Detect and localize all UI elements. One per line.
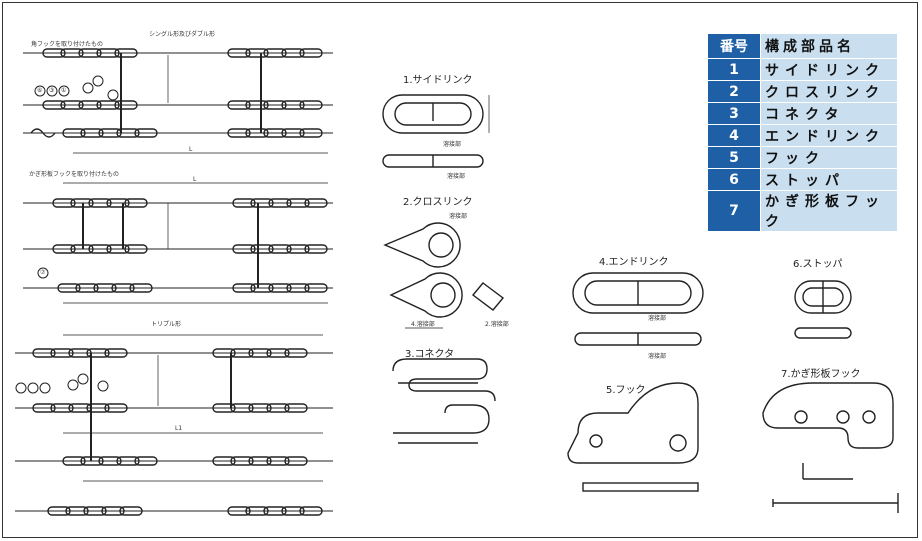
header-name: 構成部品名	[760, 33, 898, 59]
parts-table: 番号 構成部品名 1 サイドリンク 2 クロスリンク 3 コネクタ 4 エンドリ…	[707, 33, 898, 232]
table-row: 7 かぎ形板フック	[707, 190, 898, 232]
row-name: クロスリンク	[760, 80, 898, 103]
stopper-figure	[794, 280, 852, 339]
row-name: サイドリンク	[760, 58, 898, 81]
parts-table-header: 番号 構成部品名	[707, 33, 898, 59]
row-num: 4	[707, 124, 761, 147]
weld-note-cross-1: 溶接部	[449, 213, 468, 220]
row-num: 3	[707, 102, 761, 125]
figure-title-hook: 5.フック	[606, 385, 646, 396]
figure-title-side-link: 1.サイドリンク	[403, 75, 473, 86]
row-name: コネクタ	[760, 102, 898, 125]
connector-figure	[392, 358, 496, 444]
row-num: 2	[707, 80, 761, 103]
figure-title-connector: 3.コネクタ	[405, 349, 455, 360]
end-link-figure	[572, 272, 704, 346]
triple-chain-diagram	[15, 334, 333, 515]
circle-7: ⑦	[40, 269, 46, 276]
row-name: エンドリンク	[760, 124, 898, 147]
figure-title-end-link: 4.エンドリンク	[599, 257, 669, 268]
weld-note-side-1: 溶接部	[443, 141, 462, 148]
hook-note-1: 角フックを取り付けたもの	[31, 41, 104, 48]
chain-diagram-drawing	[15, 3, 899, 538]
row-num: 6	[707, 168, 761, 191]
row-name: ストッパ	[760, 168, 898, 191]
figure-title-cross-link: 2.クロスリンク	[403, 197, 473, 208]
double-chain-header: シングル形及びダブル形	[149, 31, 216, 38]
row-num: 5	[707, 146, 761, 169]
figure-title-kagi-hook: 7.かぎ形板フック	[781, 369, 861, 380]
kagi-hook-figure	[762, 382, 899, 513]
weld-note-end-1: 溶接部	[648, 315, 667, 322]
row-name: フック	[760, 146, 898, 169]
dim-L-mid: L	[193, 176, 197, 183]
dim-L1: L1	[175, 425, 183, 432]
row-num: 7	[707, 190, 761, 232]
circle-1: ①	[61, 87, 67, 94]
triple-label: トリプル形	[151, 321, 182, 328]
dim-L-top: L	[189, 146, 193, 153]
row-name: かぎ形板フック	[760, 190, 898, 232]
weld-note-end-2: 溶接部	[648, 353, 667, 360]
double-chain-diagram	[23, 49, 333, 154]
hook-figure	[567, 382, 699, 492]
weld-note-side-2: 溶接部	[447, 173, 466, 180]
circle-3: ③	[49, 87, 55, 94]
figure-title-stopper: 6.ストッパ	[793, 259, 843, 270]
cross-link-figure	[383, 222, 505, 329]
table-row: 2 クロスリンク	[707, 80, 898, 103]
kagi-hook-chain-diagram	[23, 182, 333, 304]
table-row: 1 サイドリンク	[707, 58, 898, 81]
circle-6: ⑥	[37, 87, 43, 94]
table-row: 3 コネクタ	[707, 102, 898, 125]
table-row: 5 フック	[707, 146, 898, 169]
hook-note-2: かぎ形板フックを取り付けたもの	[29, 171, 120, 178]
header-num: 番号	[707, 33, 761, 59]
side-link-figure	[382, 94, 490, 168]
table-row: 4 エンドリンク	[707, 124, 898, 147]
weld-note-cross-3: 2.溶接部	[485, 321, 509, 328]
circle-markers	[15, 75, 119, 394]
row-num: 1	[707, 58, 761, 81]
weld-note-cross-2: 4.溶接部	[411, 321, 435, 328]
table-row: 6 ストッパ	[707, 168, 898, 191]
